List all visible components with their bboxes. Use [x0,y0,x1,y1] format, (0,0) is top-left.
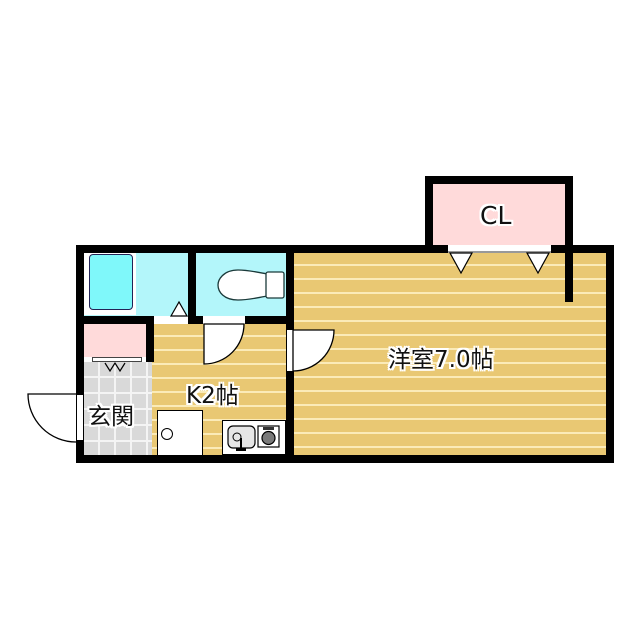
toilet-icon [217,269,285,301]
wall [425,176,573,184]
western-room-door[interactable] [286,330,294,371]
wall [286,245,294,330]
kitchen-label: K2帖 [186,383,239,409]
wall [146,316,154,362]
wall [76,316,154,324]
bathroom-door[interactable] [154,316,188,324]
door-arrow-icon [169,300,189,317]
wall [606,245,614,463]
entrance-door[interactable] [76,394,84,441]
door-swing-icon [292,329,335,372]
entrance-label: 玄関 [88,404,134,430]
wall [76,441,84,463]
stove-icon [257,425,280,448]
sink-icon [227,425,256,451]
entrance-tile [84,362,152,455]
shoe-box [84,324,146,357]
closet-label: CL [480,201,512,230]
toilet-door[interactable] [203,316,245,324]
wall [286,371,294,463]
closet-door[interactable] [448,245,551,253]
circle-marker-icon [161,428,173,440]
closet-area [433,184,565,249]
wall [245,316,294,324]
wall [425,176,433,253]
western-room-floor [294,253,606,455]
shoe-box-door [92,357,142,362]
shoe-box-door-icon [104,361,126,373]
wall [76,245,448,253]
western-room-label: 洋室7.0帖 [388,347,494,373]
door-swing-icon [27,393,77,443]
wall [565,176,573,302]
closet-door-arrow-icon [448,252,551,275]
wall [188,316,203,324]
wall [76,455,614,463]
bathtub-icon [89,254,133,310]
wall [188,245,196,324]
wall [551,245,613,253]
door-swing-icon [203,323,245,365]
